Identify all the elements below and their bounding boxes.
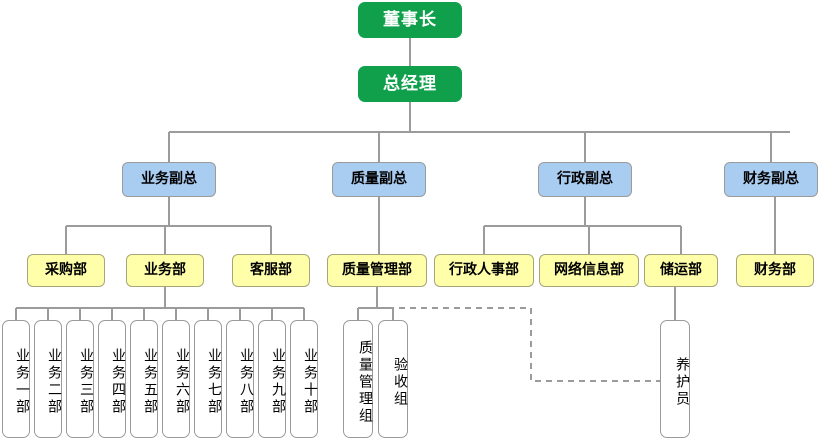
- org-node-b_biz5[interactable]: 业务五部: [130, 320, 158, 438]
- org-node-b_qagroup[interactable]: 质量管理组: [343, 320, 373, 438]
- org-node-b_biz8[interactable]: 业务八部: [226, 320, 254, 438]
- org-node-b_biz10[interactable]: 业务十部: [290, 320, 318, 438]
- org-node-d_purchase[interactable]: 采购部: [27, 254, 105, 287]
- org-node-vp_admin[interactable]: 行政副总: [538, 162, 632, 197]
- org-node-d_biz[interactable]: 业务部: [126, 254, 204, 287]
- org-node-b_biz4[interactable]: 业务四部: [98, 320, 126, 438]
- org-node-d_storage[interactable]: 储运部: [644, 254, 718, 287]
- org-node-vp_biz[interactable]: 业务副总: [122, 162, 216, 197]
- org-node-d_it[interactable]: 网络信息部: [539, 254, 639, 287]
- org-node-b_biz9[interactable]: 业务九部: [258, 320, 286, 438]
- org-node-b_biz1[interactable]: 业务一部: [2, 320, 30, 438]
- org-node-gm[interactable]: 总经理: [358, 66, 462, 102]
- org-node-b_biz2[interactable]: 业务二部: [34, 320, 62, 438]
- org-node-b_biz7[interactable]: 业务七部: [194, 320, 222, 438]
- org-node-d_service[interactable]: 客服部: [232, 254, 310, 287]
- org-node-b_keeper[interactable]: 养护员: [660, 320, 690, 438]
- org-node-b_accept[interactable]: 验收组: [378, 320, 408, 438]
- org-node-vp_qa[interactable]: 质量副总: [332, 162, 426, 197]
- org-node-b_biz6[interactable]: 业务六部: [162, 320, 190, 438]
- org-node-d_hr[interactable]: 行政人事部: [434, 254, 534, 287]
- org-node-vp_fin[interactable]: 财务副总: [724, 162, 818, 197]
- org-node-b_biz3[interactable]: 业务三部: [66, 320, 94, 438]
- org-node-d_quality[interactable]: 质量管理部: [327, 254, 427, 287]
- edge-quality-keeper-dashed: [377, 307, 660, 382]
- org-node-d_finance[interactable]: 财务部: [736, 254, 814, 287]
- org-node-chairman[interactable]: 董事长: [358, 2, 462, 38]
